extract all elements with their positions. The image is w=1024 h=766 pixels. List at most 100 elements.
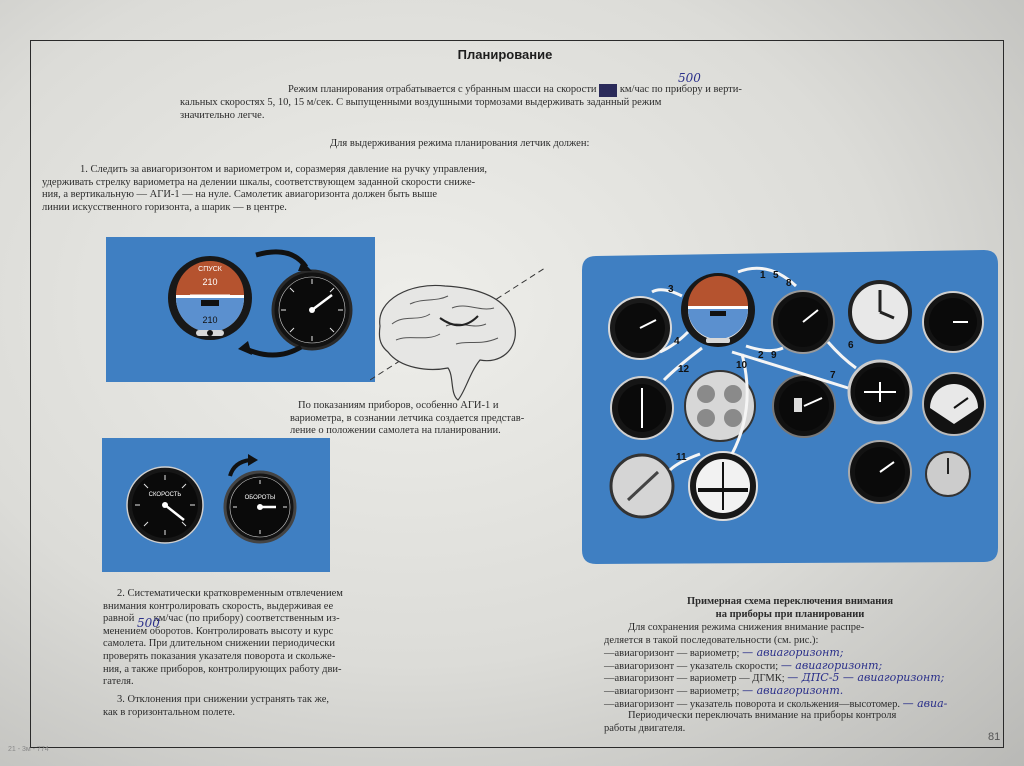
manifold-gauge-icon	[848, 440, 912, 504]
item-3: 3. Отклонения при снижении устранять так…	[103, 694, 329, 719]
arrow-label: 6	[848, 340, 854, 351]
fuel-gauge-icon	[922, 372, 986, 436]
brain-caption-line: вариометра, в сознании летчика создается…	[290, 412, 525, 424]
item-2-line: проверять показания указателя поворота и…	[103, 650, 336, 662]
tachometer-icon	[223, 470, 297, 544]
arrow-label: 10	[736, 360, 748, 371]
arrowhead-icon	[238, 341, 252, 355]
arrow-icon	[228, 458, 251, 477]
intro-speed-hand: 500	[678, 71, 701, 85]
scheme-text: Для сохранения режима снижения внимание …	[604, 622, 984, 735]
page-title: Планирование	[457, 47, 553, 62]
intro-line-1-text: Режим планирования отрабатывается с убра…	[288, 84, 597, 95]
arrow-label: 12	[678, 364, 690, 375]
arrow-label: 2	[758, 350, 764, 361]
speed-label: СКОРОСТЬ	[149, 492, 182, 498]
arrow-icon	[255, 249, 309, 269]
agi-number-bottom: 210	[202, 315, 217, 325]
sequence-text: —авиагоризонт — вариометр;	[604, 685, 740, 697]
item-2-line: 2. Систематически кратковременным отвлеч…	[117, 588, 343, 599]
arrow-label: 4	[674, 336, 680, 347]
item-2-speed-hand: 500	[136, 616, 160, 631]
hand-note: — авиагоризонт;	[780, 658, 883, 672]
oil-gauge-icon	[925, 451, 971, 497]
intro-line-3: значительно легче.	[180, 110, 265, 121]
item-2-text: км/час (по прибору) соответственным из-	[153, 613, 340, 625]
panel-agi-variometer: СПУСК 210 210	[106, 237, 375, 382]
scheme-outro-line: Периодически переключать внимание на при…	[628, 710, 897, 722]
subheading: Для выдерживания режима планирования лет…	[330, 138, 590, 149]
sequence-item: —авиагоризонт — указатель скорости; — ав…	[604, 658, 984, 673]
item-1-line: ния, а вертикальную — АГИ-1 — на нуле. С…	[42, 189, 438, 201]
item-2-line: внимания контролировать скорость, выдерж…	[103, 600, 334, 612]
hand-note: — авиагоризонт;	[742, 646, 844, 660]
arrow-label: 11	[676, 452, 687, 463]
arrow-label: 3	[668, 284, 674, 295]
intro-line-2: кальных скоростях 5, 10, 15 м/сек. С вып…	[180, 97, 662, 108]
item-3-line: как в горизонтальном полете.	[103, 706, 235, 718]
hand-note: — авиа-	[902, 696, 948, 710]
variometer-right-icon	[771, 290, 835, 354]
item-2-line: менением оборотов. Контролировать высоту…	[103, 625, 334, 637]
sequence-item: —авиагоризонт — вариометр — ДГМК; — ДПС-…	[604, 672, 984, 685]
altimeter-icon	[922, 291, 984, 353]
intro-line-1: Режим планирования отрабатывается с убра…	[288, 84, 742, 97]
speed-struck: 300	[599, 84, 618, 97]
item-1-line: удерживать стрелку вариометра на делении…	[42, 176, 476, 188]
variometer-icon	[271, 269, 353, 351]
pressure-gauge-icon	[609, 453, 675, 519]
hand-note: — ДПС-5 — авиагоризонт;	[787, 671, 945, 685]
attention-arrows	[651, 266, 857, 472]
arrow-icon	[245, 344, 303, 358]
page-frame	[30, 40, 1004, 748]
scheme-caption: Примерная схема переключения внимания на…	[640, 596, 940, 621]
item-2-line: самолета. При длительном снижении период…	[103, 638, 336, 650]
scheme-outro-line: работы двигателя.	[604, 722, 686, 734]
item-3-line: 3. Отклонения при снижении устранять так…	[117, 694, 329, 705]
arrowhead-icon	[298, 261, 312, 271]
rpm-label: ОБОРОТЫ	[245, 495, 276, 501]
attitude-indicator-icon	[681, 273, 755, 347]
brain-icon	[378, 284, 516, 401]
sequence-text: —авиагоризонт — указатель скорости;	[604, 660, 779, 672]
item-2-line: гателя.	[103, 676, 134, 688]
arrowhead-icon	[248, 454, 258, 466]
attitude-indicator-icon	[168, 256, 252, 340]
arrow-label: 1	[760, 270, 766, 281]
sequence-item: —авиагоризонт — вариометр; — авиагоризон…	[604, 683, 984, 698]
item-2-line-speed: равной 500 км/час (по прибору) соответст…	[103, 613, 403, 629]
compass-icon	[610, 376, 674, 440]
scheme-caption-line: Примерная схема переключения внимания	[686, 596, 894, 607]
item-2: 2. Систематически кратковременным отвлеч…	[103, 588, 403, 689]
agi-top-label: СПУСК	[198, 266, 223, 273]
sequence-item: —авиагоризонт — указатель поворота и ско…	[604, 696, 984, 711]
scheme-caption-line: на приборы при планировании	[715, 608, 865, 620]
brain-caption-line: По показаниям приборов, особенно АГИ-1 и	[298, 400, 499, 411]
arrow-label: 5	[773, 270, 779, 281]
sequence-text: —авиагоризонт — указатель поворота и ско…	[604, 698, 900, 710]
instrument-panel-scheme: 3 1 5 8 4 2 9 6 12 10 7 11	[578, 248, 1002, 568]
panel-speed-rpm: СКОРОСТЬ ОБОРОТЫ	[102, 438, 330, 572]
scheme-sequence: —авиагоризонт — вариометр; — авиагоризон…	[604, 646, 984, 711]
scheme-intro-line: деляется в такой последовательности (см.…	[604, 634, 819, 646]
item-1: 1. Следить за авиагоризонтом и вариометр…	[42, 164, 602, 214]
corner-mark: 21 - 3м - 774	[8, 746, 49, 753]
hand-note: — авиагоризонт.	[742, 683, 844, 697]
engine-gauge-icon	[684, 370, 756, 442]
turn-indicator-icon	[688, 451, 758, 521]
clock-icon	[848, 280, 912, 344]
turn-slip-indicator-icon	[847, 359, 913, 425]
arrow-label: 8	[786, 278, 792, 289]
sequence-text: —авиагоризонт — вариометр — ДГМК;	[604, 673, 785, 685]
item-2-text: равной	[103, 613, 135, 625]
item-1-line: 1. Следить за авиагоризонтом и вариометр…	[80, 164, 488, 175]
airspeed-indicator-icon	[126, 466, 204, 544]
item-1-line: линии искусственного горизонта, а шарик …	[42, 201, 287, 213]
brain-caption-line: ление о положении самолета на планирован…	[290, 425, 501, 437]
scheme-intro-line: Для сохранения режима снижения внимание …	[628, 622, 865, 633]
item-2-line: ния, а также приборов, контролирующих ра…	[103, 663, 342, 675]
intro-line-1-tail: км/час по прибору и верти-	[619, 84, 742, 95]
agi-number-top: 210	[202, 277, 217, 287]
brain-caption: По показаниям приборов, особенно АГИ-1 и…	[290, 400, 524, 438]
